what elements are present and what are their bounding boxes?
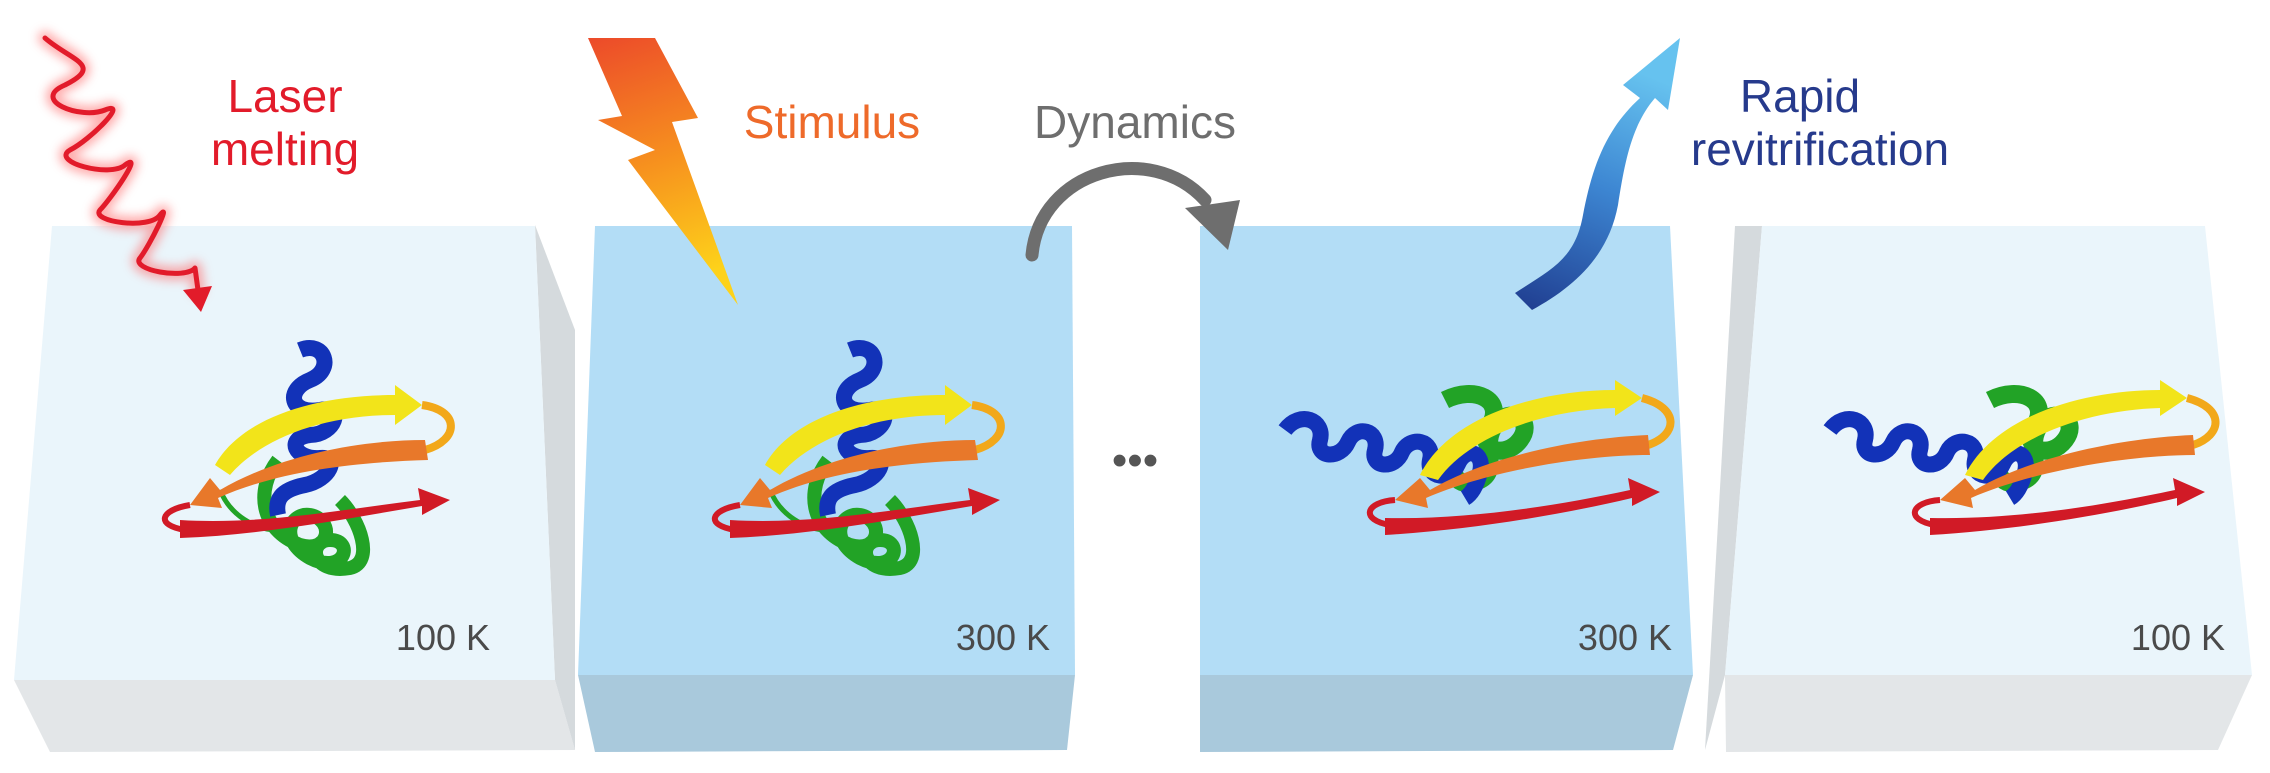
curved-dynamics-arrow-icon [1025, 162, 1212, 262]
yellow-loop-3 [1640, 394, 1675, 449]
box-2-temperature: 300 K [956, 617, 1050, 658]
stimulus-label: Stimulus [744, 96, 920, 148]
orange-strand [190, 440, 428, 508]
box-3-temperature: 300 K [1578, 617, 1672, 658]
orange-strand-3 [1395, 435, 1650, 508]
revitrification-arrow-icon [1515, 38, 1680, 310]
box-1-bottom-face [14, 680, 575, 752]
laser-melting-label-line2: melting [211, 123, 359, 175]
protein-folded-structure-1 [161, 340, 455, 576]
yellow-loop [421, 401, 455, 454]
laser-arrow-icon [38, 31, 212, 312]
red-strand [180, 488, 450, 538]
sample-box-2: 300 K [578, 226, 1075, 752]
red-loop-3 [1366, 497, 1396, 528]
sample-box-1: 100 K [14, 225, 575, 752]
blue-helix [269, 340, 343, 517]
yellow-strand-3 [1420, 380, 1642, 480]
box-4-temperature: 100 K [2131, 617, 2225, 658]
red-loop [161, 502, 191, 533]
green-helix [257, 455, 371, 576]
box-1-temperature: 100 K [396, 617, 490, 658]
dynamics-label: Dynamics [1034, 96, 1236, 148]
box-3-bottom-face [1200, 675, 1693, 752]
blue-helix-extended [1278, 411, 1489, 505]
rapid-revitrification-label-line1: Rapid [1740, 70, 1860, 122]
box-2-front-face [578, 226, 1075, 675]
box-4-bottom-face [1725, 675, 2252, 752]
lightning-bolt-icon [588, 38, 738, 305]
yellow-strand [215, 385, 422, 475]
protein-unfolded-structure-1 [1278, 380, 1675, 535]
rapid-revitrification-label-line2: revitrification [1691, 123, 1949, 175]
red-strand-3 [1385, 478, 1660, 535]
box-2-bottom-face [578, 675, 1075, 752]
box-1-front-face [14, 226, 555, 680]
laser-melting-label-line1: Laser [227, 70, 342, 122]
dynamics-arrowhead-icon [1185, 200, 1240, 250]
ellipsis-dots: ••• [1112, 436, 1158, 485]
box-1-side-face [535, 225, 575, 750]
box-4-side-face [1705, 226, 1762, 750]
